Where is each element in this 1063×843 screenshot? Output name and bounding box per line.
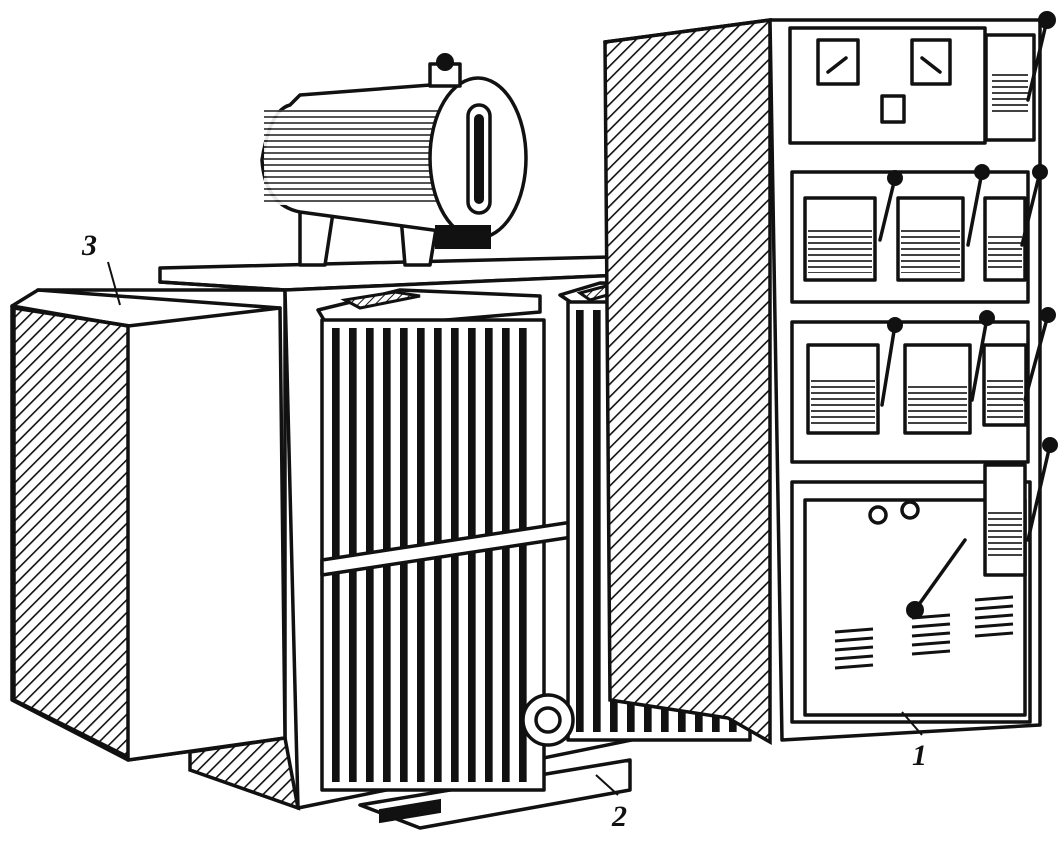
radiator-fin [468, 328, 476, 782]
vent-slot [911, 631, 951, 638]
radiator-fin [485, 328, 493, 782]
vent-slot [834, 645, 874, 652]
vent-slot [974, 604, 1014, 611]
leader-line-3 [107, 261, 121, 306]
callout-label-2: 2 [611, 800, 627, 833]
vent-slot [834, 663, 874, 670]
radiator-fin [519, 328, 527, 782]
radiator-fin [502, 328, 510, 782]
leader-line-1 [901, 711, 923, 736]
vent-slot [911, 649, 951, 656]
vent-slot [834, 654, 874, 661]
vent-slot [911, 613, 951, 620]
leader-line-2 [595, 774, 619, 796]
low-voltage-switchgear-cabinet [603, 11, 1058, 746]
vent-slot [974, 595, 1014, 602]
radiator-fin [332, 328, 340, 782]
oil-conservator-tank [260, 53, 528, 267]
callout-label-3: 3 [81, 229, 97, 262]
callout-label-1: 1 [912, 739, 927, 772]
radiator-fin [576, 310, 584, 732]
vent-slot [974, 631, 1014, 638]
vent-slot [911, 622, 951, 629]
vent-slot [834, 636, 874, 643]
vent-slot [974, 613, 1014, 620]
radiator-fin [593, 310, 601, 732]
vent-slot [834, 627, 874, 634]
vent-slot [974, 622, 1014, 629]
vent-slot [911, 640, 951, 647]
cooling-radiator-left [316, 288, 752, 792]
high-voltage-cabinet [10, 288, 287, 762]
